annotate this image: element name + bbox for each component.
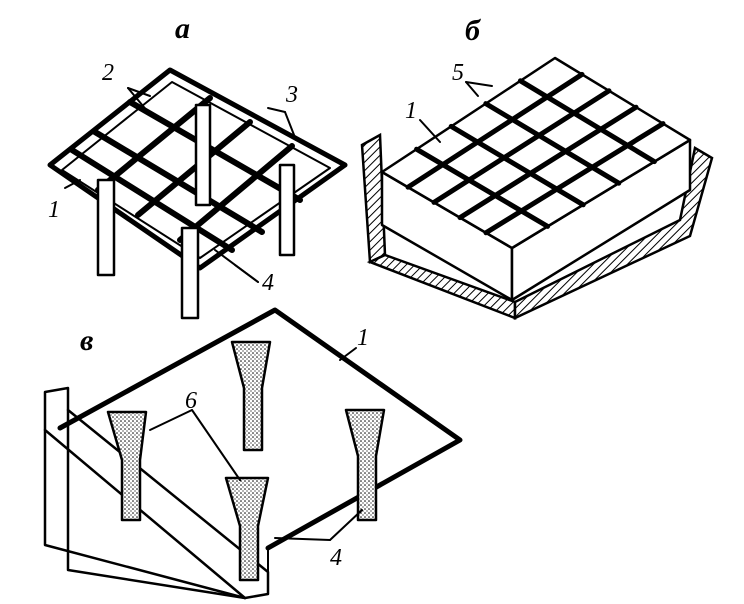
column-a-2 (180, 226, 200, 320)
callout-a-1: 1 (48, 197, 60, 223)
callout-a-4: 4 (262, 270, 274, 296)
column-a-3 (194, 103, 212, 207)
column-c-4 (344, 408, 386, 522)
rib-b (431, 88, 612, 205)
slab-b-top (380, 56, 692, 250)
ribs-b (405, 71, 666, 236)
figure-b: б 1 5 (360, 14, 714, 320)
figure-a: а 1 2 3 4 (47, 12, 348, 320)
rib-b (517, 78, 657, 165)
columns-a (96, 103, 296, 320)
leaders-c (149, 347, 363, 541)
rib-b (448, 123, 586, 208)
columns-c (106, 340, 386, 582)
column-a-4 (278, 163, 296, 257)
column-a-1 (96, 178, 116, 277)
column-c-3 (224, 476, 270, 582)
wall-b-right (513, 146, 714, 320)
secondary-beams-a (95, 95, 295, 243)
column-c-2 (106, 410, 148, 522)
figure-b-letter: б (465, 14, 481, 47)
callout-b-1: 1 (405, 98, 417, 124)
wall-c (43, 386, 270, 600)
rib-b (414, 146, 551, 229)
figure-c: в 1 6 4 (43, 307, 463, 600)
callout-c-6: 6 (185, 388, 197, 414)
callout-a-2: 2 (102, 60, 114, 86)
column-c-1 (230, 340, 272, 452)
rib-b (405, 71, 585, 190)
callout-c-1: 1 (357, 325, 369, 351)
leaders-b (419, 81, 493, 143)
callout-b-5: 5 (452, 60, 464, 86)
leaders-a (64, 87, 297, 283)
figure-c-letter: в (80, 324, 93, 357)
callout-a-3: 3 (285, 82, 298, 108)
rib-b (483, 121, 666, 236)
figure-a-letter: а (175, 12, 190, 45)
callout-c-4: 4 (330, 545, 342, 571)
rib-b (483, 101, 622, 186)
rib-b (457, 104, 639, 221)
